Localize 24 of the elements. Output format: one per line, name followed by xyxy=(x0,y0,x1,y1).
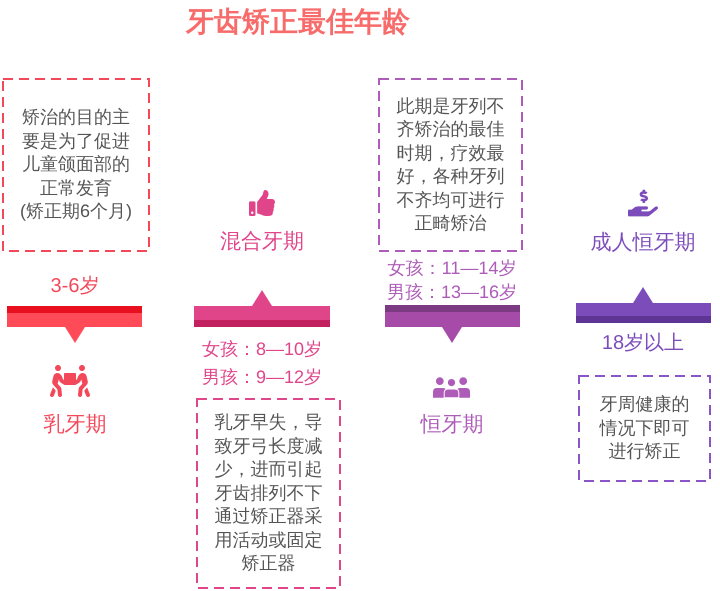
description-text: 乳牙早失，导致牙弓长度减少，进而引起牙齿排列不下通过矫正器采用活动或固定矫正器 xyxy=(214,411,324,576)
age-range-label: 男孩：13—16岁 xyxy=(386,281,518,304)
timeline-bar-segment xyxy=(194,290,330,327)
timeline-bar-segment xyxy=(7,306,142,343)
dashed-text-box xyxy=(578,375,711,482)
dashed-text-box xyxy=(196,398,341,589)
age-range-label: 3-6岁 xyxy=(50,274,100,298)
title: 牙齿矫正最佳年龄 xyxy=(186,6,410,38)
timeline-bar-segment xyxy=(576,287,711,323)
age-range-label: 男孩：9—12岁 xyxy=(202,366,322,389)
age-range-label: 女孩：11—14岁 xyxy=(388,257,516,280)
description-text: 牙周健康的情况下即可进行矫正 xyxy=(598,393,690,464)
description-text: (矫正期6个月) xyxy=(20,200,132,224)
description-text: 矫治的目的主要是为了促进儿童颌面部的正常发育 xyxy=(21,106,131,200)
dashed-text-box xyxy=(2,78,150,252)
stage-title: 恒牙期 xyxy=(420,413,484,437)
age-range-label: 18岁以上 xyxy=(602,331,684,355)
timeline-bar-segment xyxy=(385,305,520,343)
stage-title: 成人恒牙期 xyxy=(590,231,696,255)
stage-title: 混合牙期 xyxy=(220,230,304,254)
age-range-label: 女孩：8—10岁 xyxy=(202,338,322,361)
dashed-text-box xyxy=(378,78,523,252)
description-text: 此期是牙列不齐矫治的最佳时期，疗效最好，各种牙列不齐均可进行正畸矫治 xyxy=(396,94,506,235)
stage-title: 乳牙期 xyxy=(44,413,106,437)
